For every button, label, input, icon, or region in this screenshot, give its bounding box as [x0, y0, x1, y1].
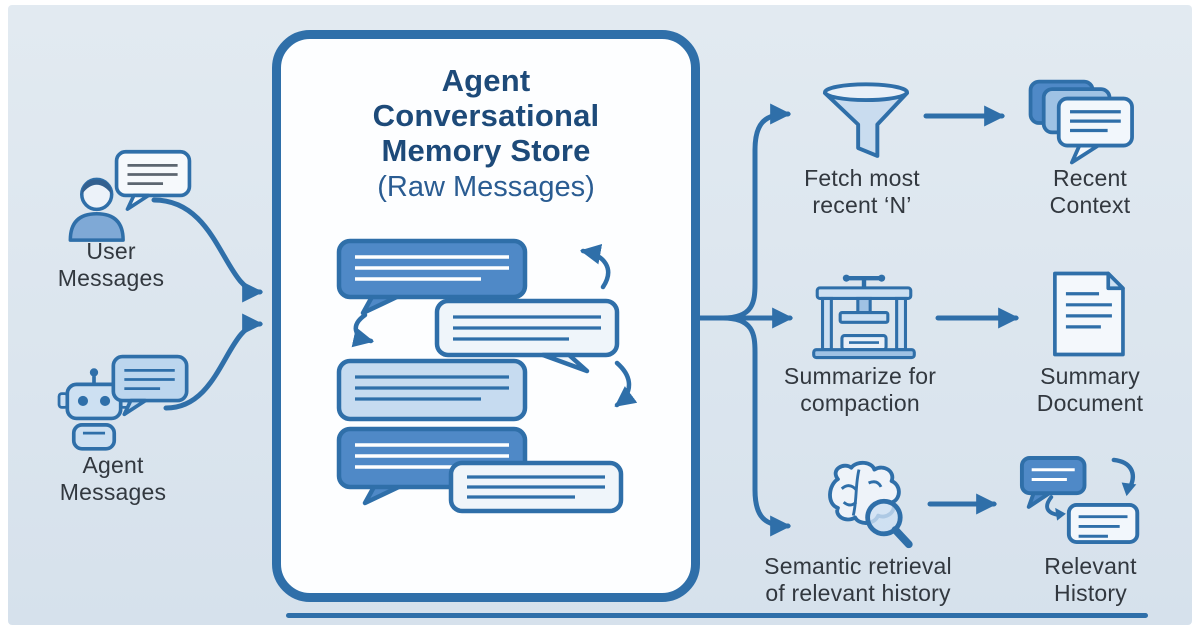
relevant-history-label: Relevant History — [1044, 553, 1137, 606]
memory-store-box: Agent Conversational Memory Store (Raw M… — [272, 30, 700, 602]
user-messages-label: User Messages — [57, 238, 165, 291]
relevant-history-bubbles-icon — [1018, 452, 1150, 552]
fetch-recent-label: Fetch most recent ‘N’ — [804, 165, 920, 218]
semantic-retrieval-brain-icon — [800, 460, 918, 552]
memory-store-subtitle: (Raw Messages) — [377, 171, 595, 203]
agent-messages-label: Agent Messages — [59, 452, 167, 505]
summary-document-icon — [1042, 268, 1134, 360]
raw-messages-bubbles-illustration — [331, 235, 643, 521]
memory-store-title: Agent Conversational Memory Store — [372, 63, 600, 168]
user-icon — [56, 168, 148, 256]
agent-speech-bubble-icon — [108, 352, 192, 418]
semantic-retrieval-label: Semantic retrieval of relevant history — [764, 553, 952, 606]
user-speech-bubble-icon — [112, 146, 194, 214]
summary-document-label: Summary Document — [1036, 363, 1144, 416]
recent-context-bubbles-icon — [1022, 76, 1150, 170]
summarize-label: Summarize for compaction — [783, 363, 937, 416]
funnel-icon — [818, 80, 914, 162]
recent-context-label: Recent Context — [1049, 165, 1131, 218]
bottom-rule — [286, 613, 1148, 618]
compaction-press-icon — [802, 272, 926, 362]
